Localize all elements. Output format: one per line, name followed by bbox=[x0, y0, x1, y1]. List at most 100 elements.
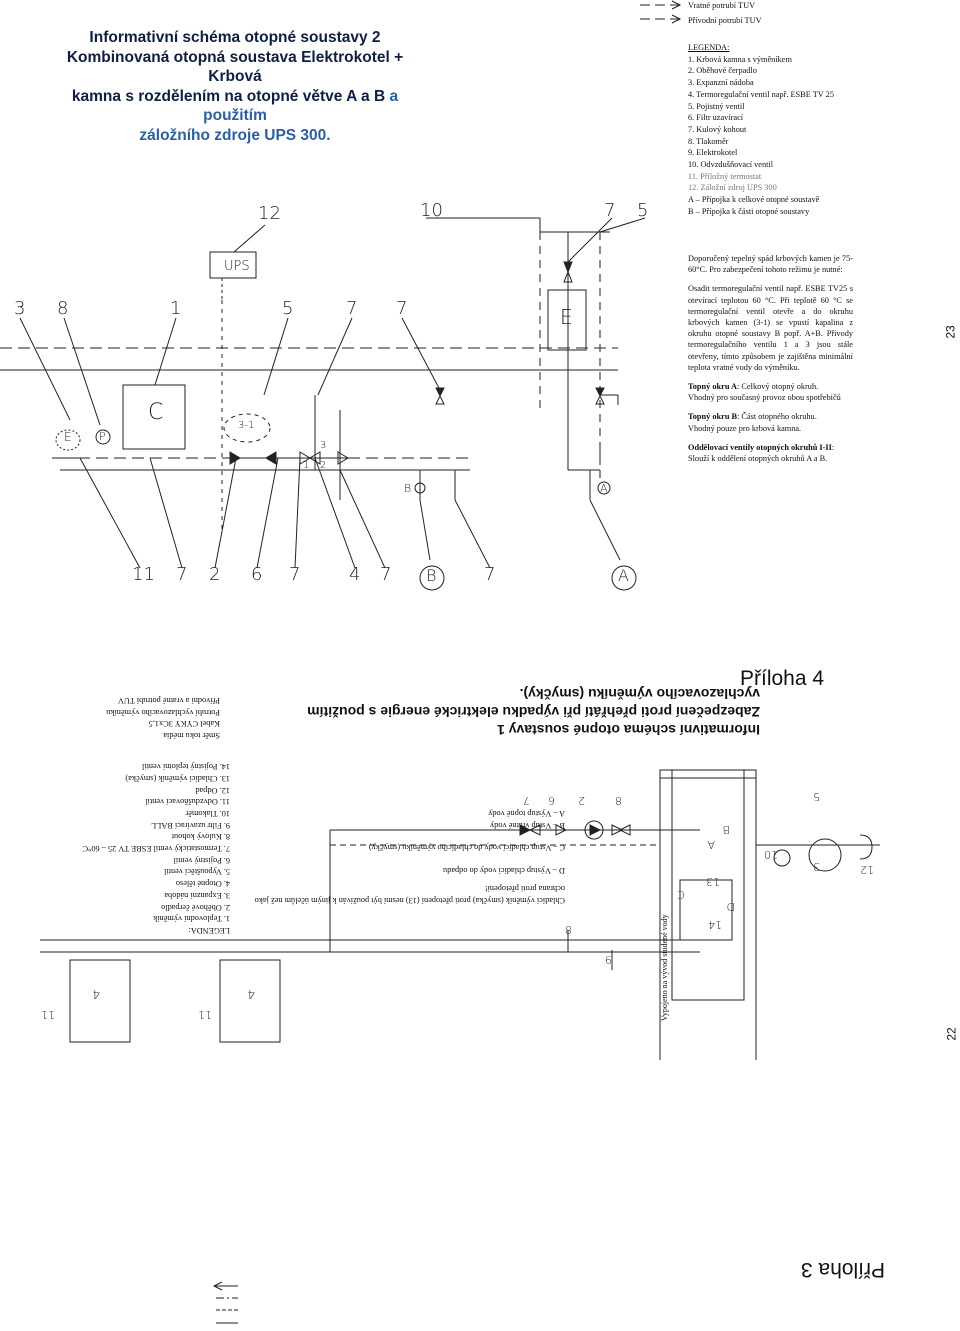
note-circuit-a: Topný okru A: Celkový otopný okruh.Vhodn… bbox=[688, 382, 841, 403]
legend-heading: LEGENDA: bbox=[688, 43, 730, 52]
legend-item: 7. Termostatický ventil ESBE TV 25 – 60°… bbox=[82, 844, 230, 854]
flow-legend-bottom: Směr toku média Kabel CYKY 3Cx1,5 Potrub… bbox=[106, 695, 220, 740]
callout-11: 11 bbox=[132, 564, 155, 585]
title-line-3: kamna s rozdělením na otopné větve A a B… bbox=[71, 87, 399, 125]
callout-2: 2 bbox=[209, 564, 221, 585]
callout-7: 7 bbox=[176, 564, 188, 585]
callout-11: 11 bbox=[198, 1008, 212, 1021]
valve-port-3: 3 bbox=[320, 440, 327, 451]
callout-7: 7 bbox=[484, 564, 496, 585]
legend-item: 12. Záložní zdroj UPS 300 bbox=[688, 183, 777, 193]
title-line-3: vychlazovacího výměníku (smyčky). bbox=[519, 686, 760, 702]
appendix-label-top: Příloha 4 bbox=[740, 667, 825, 690]
legend-item: 11. Odvzdušňovací ventil bbox=[145, 797, 230, 807]
flow-return-label: Vratné potrubí TUV bbox=[688, 1, 756, 10]
legend-item: 6. Pojistný ventil bbox=[173, 855, 230, 865]
pipe-tag-a: A bbox=[600, 482, 608, 495]
legend-item: 10. Tlakoměr bbox=[185, 808, 230, 818]
callout-7: 7 bbox=[380, 564, 392, 585]
valve-port-2: 2 bbox=[320, 460, 327, 471]
appendix-label-bottom: Příloha 3 bbox=[800, 1258, 885, 1281]
callout-7: 7 bbox=[289, 564, 301, 585]
title-line-2: Zabezpečení proti přehřátí při výpadku e… bbox=[307, 704, 760, 720]
note-thermostatic-valve: Osadit termoregulační ventil např. ESBE … bbox=[688, 284, 853, 372]
callout-5: 5 bbox=[813, 790, 820, 803]
callout-8: 8 bbox=[57, 298, 69, 319]
callout-3: 3 bbox=[14, 298, 26, 319]
callout-6: 6 bbox=[251, 564, 263, 585]
legend-item: 1. Teplovodní výměník bbox=[153, 914, 230, 924]
callout-b: B bbox=[722, 823, 730, 836]
valve-port-1: 1 bbox=[303, 460, 310, 471]
legend-item-b: B – Přípojka k části otopné soustavy bbox=[688, 206, 810, 216]
legend-heading: LEGENDA: bbox=[188, 926, 230, 935]
callout-7: 7 bbox=[396, 298, 408, 319]
callout-5: 5 bbox=[282, 298, 294, 319]
title-line-1: Informativní schéma otopné soustavy 2 bbox=[89, 29, 381, 46]
ups-label: UPS bbox=[224, 259, 250, 274]
ports-bottom: D – Výstup chladící vody do odpadu C – V… bbox=[368, 808, 565, 875]
callout-4: 4 bbox=[349, 564, 361, 585]
note-recommended-gradient: Doporučený tepelný spád krbových kamen j… bbox=[688, 254, 853, 275]
notes-block: Doporučený tepelný spád krbových kamen j… bbox=[688, 253, 853, 472]
callout-10: 10 bbox=[764, 848, 778, 861]
side-note-bottom: Vypojeno na vývod studené vody bbox=[660, 914, 669, 1021]
legend-item: 5. Pojistný ventil bbox=[688, 101, 745, 111]
callout-7: 7 bbox=[604, 200, 616, 221]
page-number-bottom: 22 bbox=[944, 1027, 959, 1041]
note-circuit-b: Topný okru B: Část otopného okruhu.Vhodn… bbox=[688, 412, 817, 433]
legend-item: 4. Termoregulační ventil např. ESBE TV 2… bbox=[688, 89, 834, 99]
flow-supply-label: Přívodní potrubí TUV bbox=[688, 16, 762, 25]
callout-7: 7 bbox=[346, 298, 358, 319]
pipe-tag-b: B bbox=[404, 482, 412, 495]
legend-item: 4. Otopné těleso bbox=[175, 879, 230, 889]
legend-item: 7. Kulový kohout bbox=[688, 124, 747, 134]
callout-12: 12 bbox=[860, 863, 874, 876]
callout-11: 11 bbox=[41, 1008, 55, 1021]
note-separating-valves: Oddělovací ventily otopných okruhů I-II:… bbox=[688, 442, 835, 464]
expansion-e-label: E bbox=[64, 430, 72, 444]
page-number-top: 23 bbox=[943, 325, 958, 339]
callout-c: C bbox=[677, 888, 685, 901]
electrokotel-e-label: E bbox=[560, 305, 573, 329]
stove-c-label: C bbox=[148, 400, 164, 425]
legend-item: 8. Kulový kohout bbox=[171, 832, 230, 842]
legend-item: 1. Krbová kamna s výměníkem bbox=[688, 54, 792, 64]
loop-label: 3-1 bbox=[238, 420, 255, 431]
diagram-title-bottom: Informativní schéma otopné soustavy 1 Za… bbox=[200, 685, 760, 739]
legend-item-a: A – Přípojka k celkové otopné soustavě bbox=[688, 195, 820, 205]
legend-item: 12. Odpad bbox=[195, 785, 230, 795]
legend-item: 14. Pojistný teplotní ventil bbox=[141, 762, 230, 772]
legend-item: 6. Filtr uzavírací bbox=[688, 113, 744, 123]
legend-item: 9. Filtr uzavírací BALL bbox=[151, 820, 230, 830]
legend-item: 2. Oběhové čerpadlo bbox=[161, 902, 230, 912]
radiator-label: 4 bbox=[92, 987, 100, 1001]
legend-item: 3. Expanzní nádoba bbox=[164, 890, 230, 900]
callout-7: 7 bbox=[523, 794, 530, 807]
legend-item: 3. Expanzní nádoba bbox=[688, 78, 754, 88]
callout-13: 13 bbox=[706, 875, 720, 888]
callout-6: 6 bbox=[548, 794, 555, 807]
legend-item: 5. Vypouštěcí ventil bbox=[164, 867, 230, 877]
callout-a: A bbox=[618, 566, 629, 585]
callout-3: 3 bbox=[813, 860, 820, 873]
callout-2: 2 bbox=[578, 794, 585, 807]
callout-8: 8 bbox=[615, 794, 622, 807]
callout-d: D bbox=[726, 900, 735, 913]
callout-12: 12 bbox=[258, 203, 281, 224]
radiator-label: 4 bbox=[247, 987, 255, 1001]
callout-9: 9 bbox=[605, 953, 612, 966]
legend-item: 10. Odvzdušňovací ventil bbox=[688, 160, 774, 170]
callout-a: A bbox=[707, 838, 715, 851]
title-line-2: Kombinovaná otopná soustava Elektrokotel… bbox=[66, 48, 404, 86]
legend-top: LEGENDA: 1. Krbová kamna s výměníkem 2. … bbox=[688, 42, 868, 218]
callout-5: 5 bbox=[637, 200, 649, 221]
callout-1: 1 bbox=[170, 298, 182, 319]
warning-bottom: Chladící výměník (smyčka) proti přetopen… bbox=[254, 884, 565, 905]
title-line-1: Informativní schéma otopné soustavy 1 bbox=[497, 722, 760, 738]
gauge-p-label: P bbox=[99, 430, 106, 443]
callout-8: 8 bbox=[565, 923, 572, 936]
legend-bottom: LEGENDA: 1. Teplovodní výměník 2. Oběhov… bbox=[20, 760, 230, 936]
callout-10: 10 bbox=[420, 200, 443, 221]
